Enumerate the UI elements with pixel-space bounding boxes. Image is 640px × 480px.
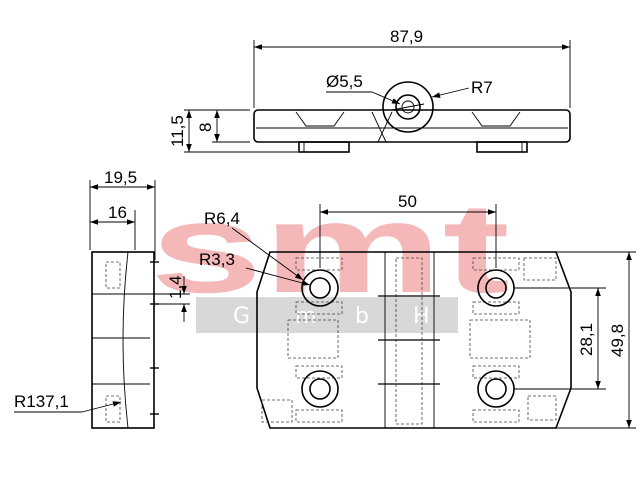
dim-overall-length: 87,9: [390, 27, 423, 46]
dim-total-height: 11,5: [168, 115, 187, 147]
dim-pin-offset: 1,4: [166, 275, 185, 299]
dim-hole-spacing-y: 28,1: [577, 323, 596, 356]
top-view: [253, 81, 571, 153]
watermark-letter-h: H: [413, 304, 430, 329]
watermark-logo: smt: [150, 177, 510, 320]
dim-side-radius: R137,1: [14, 392, 69, 411]
dim-bore-diameter: Ø5,5: [326, 72, 363, 91]
dim-hole-spacing-x: 50: [398, 192, 417, 211]
dim-leaf-thickness: 8: [196, 123, 215, 132]
mounting-hole-top-left: [295, 257, 343, 315]
dim-overall-width: 49,8: [608, 324, 627, 357]
watermark-band: [196, 297, 458, 333]
dim-knuckle-radius: R7: [471, 78, 493, 97]
mounting-hole-bottom-right: [472, 365, 520, 423]
dim-side-body-width: 16: [108, 203, 127, 222]
watermark-letter-m: m: [295, 304, 316, 329]
dim-counterbore-radius: R6,4: [204, 209, 240, 228]
watermark-letter-g: G: [233, 304, 250, 329]
mounting-hole-bottom-left: [295, 365, 343, 423]
watermark-letter-b: b: [355, 304, 369, 329]
side-view: [91, 251, 159, 429]
dim-hole-radius: R3,3: [199, 250, 235, 269]
dimension-lines: [14, 40, 636, 429]
watermark: smt G m b H: [150, 177, 510, 333]
dim-side-width: 19,5: [104, 168, 137, 187]
